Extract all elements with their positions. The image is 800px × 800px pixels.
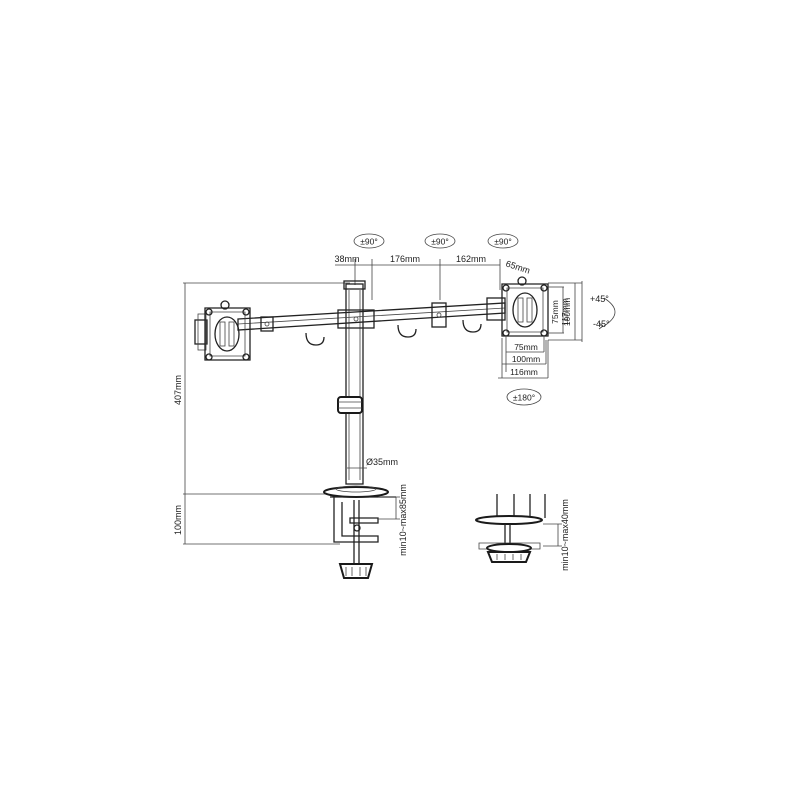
tilt-indicator: +45° -45°	[590, 294, 616, 330]
clamp-dimension: 100mm	[173, 494, 340, 545]
dim-38mm: 38mm	[334, 254, 359, 264]
dim-v75: 75mm	[550, 300, 560, 324]
dim-desk-range-alt: min10~max40mm	[560, 499, 570, 571]
dim-65mm: 65mm	[504, 259, 531, 276]
rotation-badge-left: ±90°	[353, 233, 385, 249]
arm-assembly	[237, 297, 506, 346]
vesa-vertical-dims: 75mm 100mm 117mm	[548, 281, 583, 342]
dim-v100: 100mm	[562, 298, 572, 326]
dim-pole-diameter: Ø35mm	[366, 457, 398, 467]
rotation-label: ±90°	[360, 237, 378, 247]
vesa-horizontal-dims: 75mm 100mm 116mm	[498, 336, 549, 379]
desk-clamp-alt: min10~max40mm	[475, 494, 570, 571]
dim-162mm: 162mm	[456, 254, 486, 264]
rotation-label: ±90°	[431, 237, 449, 247]
dim-h100: 100mm	[512, 354, 540, 364]
desk-clamp-main: min10~max85mm	[323, 484, 408, 579]
height-dimension: 407mm	[173, 282, 350, 495]
rotation-badge-right: ±90°	[487, 233, 519, 249]
rotation-badge-mid: ±90°	[424, 233, 456, 249]
rotation-label: ±180°	[513, 393, 535, 403]
right-vesa-plate	[501, 276, 549, 337]
rotation-badge-swivel: ±180°	[506, 388, 542, 406]
dim-desk-range-main: min10~max85mm	[398, 484, 408, 556]
left-vesa-plate	[194, 300, 251, 361]
tilt-down-label: -45°	[593, 319, 610, 329]
dim-h75: 75mm	[514, 342, 538, 352]
dim-v117: 117mm	[560, 298, 570, 326]
tilt-up-label: +45°	[590, 294, 609, 304]
rotation-label: ±90°	[494, 237, 512, 247]
dim-176mm: 176mm	[390, 254, 420, 264]
dim-100mm-clamp: 100mm	[173, 505, 183, 535]
dim-407mm: 407mm	[173, 375, 183, 405]
dim-h116: 116mm	[510, 367, 538, 377]
pole: Ø35mm	[337, 280, 398, 485]
